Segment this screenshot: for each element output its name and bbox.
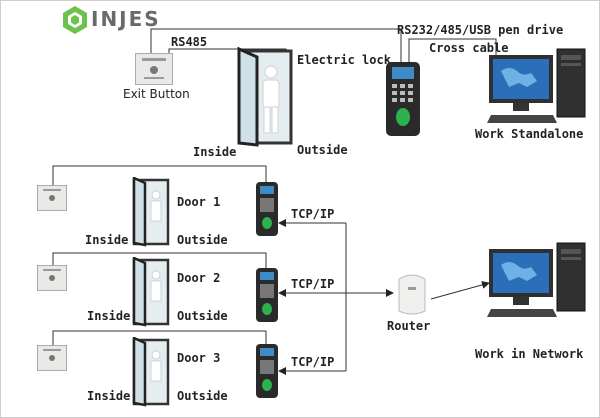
door2-terminal-icon — [256, 268, 278, 322]
rs485-label: RS485 — [171, 35, 208, 49]
door2-exit-button-icon — [37, 265, 67, 291]
computer-standalone-icon — [487, 48, 586, 123]
router-label: Router — [387, 319, 431, 333]
door3-label: Door 3 — [177, 351, 221, 365]
cross-cable-label: Cross cable — [429, 41, 509, 55]
door1-icon — [132, 177, 170, 247]
door3-exit-wire — [52, 330, 267, 356]
door1-inside-label: Inside — [85, 233, 129, 247]
door3-outside-label: Outside — [177, 389, 228, 403]
door2-exit-wire — [52, 252, 267, 271]
router-icon — [398, 274, 426, 315]
door1-outside-label: Outside — [177, 233, 228, 247]
door-icon — [237, 47, 293, 147]
door2-inside-label: Inside — [87, 309, 131, 323]
fingerprint-terminal-icon — [386, 62, 420, 136]
exit-button-label: Exit Button — [123, 87, 190, 101]
door2-outside-label: Outside — [177, 309, 228, 323]
pen-drive-wire — [408, 38, 497, 63]
network-caption: Work in Network — [475, 347, 584, 361]
door1-label: Door 1 — [177, 195, 221, 209]
electric-lock-label: Electric lock — [297, 53, 391, 67]
door2-label: Door 2 — [177, 271, 221, 285]
door3-icon — [132, 337, 170, 407]
rs485-wire — [150, 28, 402, 63]
door2-tcpip-label: TCP/IP — [291, 277, 335, 291]
standalone-inside-label: Inside — [193, 145, 237, 159]
door1-tcpip-label: TCP/IP — [291, 207, 335, 221]
door1-terminal-icon — [256, 182, 278, 236]
door1-exit-wire — [52, 165, 267, 193]
computer-network-icon — [487, 242, 586, 317]
exit-button-icon — [135, 53, 173, 85]
standalone-caption: Work Standalone — [475, 127, 584, 141]
standalone-outside-label: Outside — [297, 143, 348, 157]
brand-name: INJES — [91, 7, 161, 31]
router-arrow-right — [430, 281, 490, 300]
door2-icon — [132, 257, 170, 327]
pen-drive-label: RS232/485/USB pen drive — [397, 23, 564, 37]
door3-tcpip-label: TCP/IP — [291, 355, 335, 369]
door3-terminal-icon — [256, 344, 278, 398]
door3-inside-label: Inside — [87, 389, 131, 403]
door1-exit-button-icon — [37, 185, 67, 211]
door3-exit-button-icon — [37, 345, 67, 371]
injes-logo-icon — [63, 6, 87, 34]
